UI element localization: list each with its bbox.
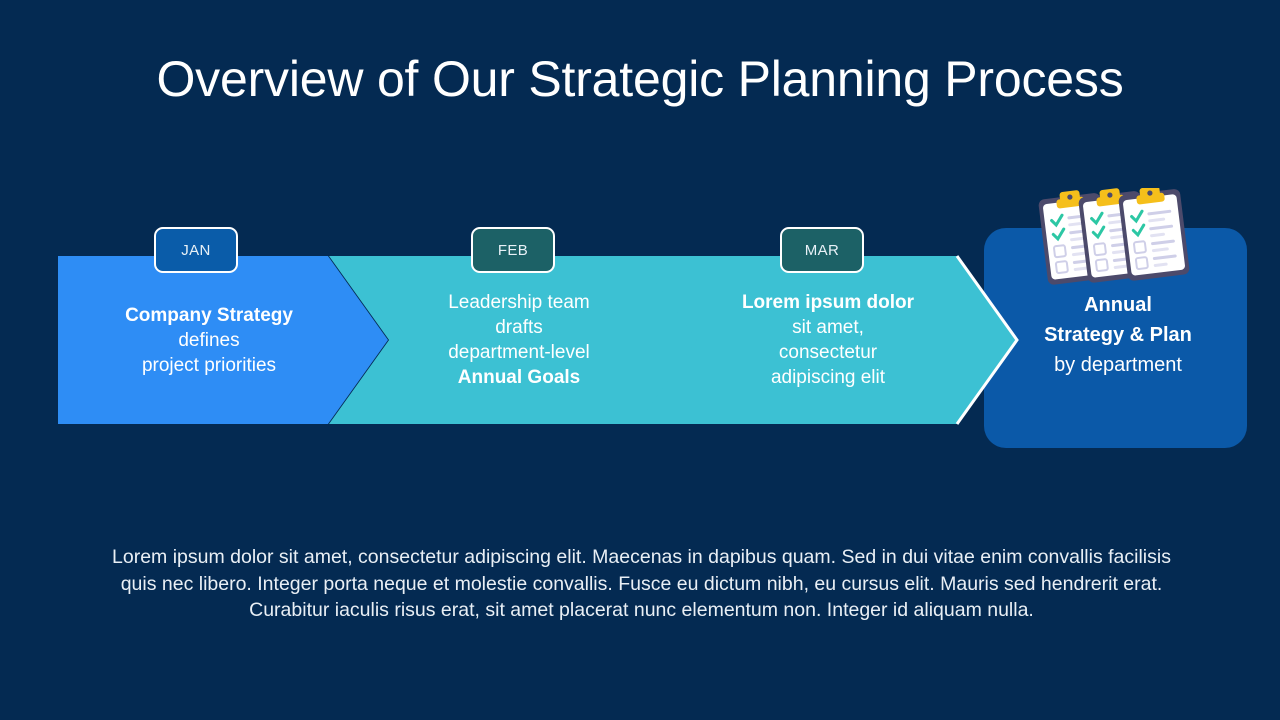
- step-1-line-1: Company Strategy: [125, 304, 293, 326]
- step-1-line-3: project priorities: [141, 354, 277, 376]
- process-flow-diagram: Company Strategy defines project priorit…: [0, 180, 1280, 460]
- final-line-2: Strategy & Plan: [1044, 324, 1192, 346]
- process-step-1-shape[interactable]: [58, 256, 388, 424]
- final-line-3: by department: [1054, 354, 1182, 376]
- final-line-1: Annual: [1084, 294, 1152, 316]
- step-2-line-2: drafts: [495, 317, 543, 338]
- three-checklist-clipboards-icon: [1034, 188, 1194, 293]
- process-step-3-shape[interactable]: [637, 256, 1017, 424]
- month-badge-jan[interactable]: JAN: [154, 227, 238, 273]
- final-outcome-text: Annual Strategy & Plan by department: [990, 290, 1246, 380]
- step-2-line-1: Leadership team: [448, 292, 590, 313]
- step-3-line-4: adipiscing elit: [770, 367, 886, 388]
- step-1-line-2: defines: [178, 329, 240, 351]
- page-title: Overview of Our Strategic Planning Proce…: [156, 51, 1124, 107]
- step-3-line-2: sit amet,: [792, 317, 864, 338]
- month-badge-feb-label: FEB: [497, 241, 529, 259]
- month-badge-jan-label: JAN: [181, 241, 211, 259]
- process-step-2-text: Leadership team drafts department-level …: [388, 256, 650, 424]
- process-step-3-text: Lorem ipsum dolor sit amet, consectetur …: [700, 256, 956, 424]
- month-badge-feb[interactable]: FEB: [471, 227, 555, 273]
- process-step-2-shape[interactable]: [329, 256, 719, 424]
- month-badge-mar[interactable]: MAR: [780, 227, 864, 273]
- step-3-line-3: consectetur: [778, 342, 878, 363]
- step-2-line-4: Annual Goals: [457, 367, 581, 388]
- step-2-line-3: department-level: [448, 342, 590, 363]
- step-3-line-1: Lorem ipsum dolor: [741, 292, 915, 313]
- month-badge-mar-label: MAR: [804, 241, 840, 259]
- body-paragraph: Lorem ipsum dolor sit amet, consectetur …: [112, 546, 1171, 621]
- process-step-1-text: Company Strategy defines project priorit…: [58, 256, 360, 424]
